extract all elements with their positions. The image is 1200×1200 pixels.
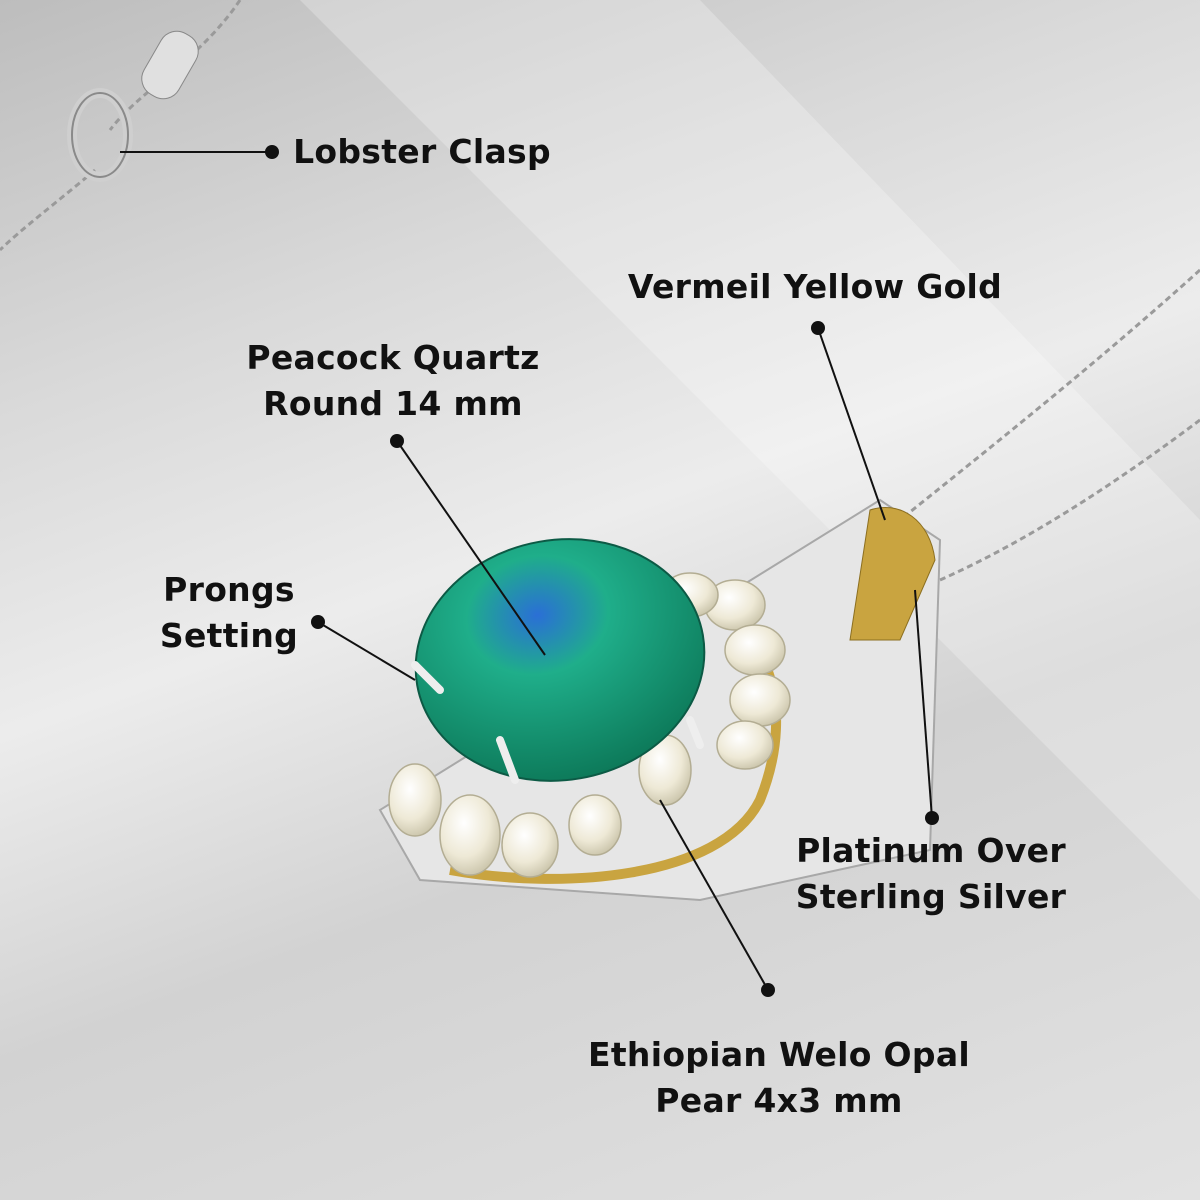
pendant: [378, 498, 942, 902]
light-beam: [300, 0, 1200, 900]
peacock-quartz-gem: [414, 538, 706, 782]
label-line: Round 14 mm: [263, 384, 523, 423]
label-prongs-setting: Prongs Setting: [160, 567, 298, 659]
label-line: Pear 4x3 mm: [655, 1081, 903, 1120]
label-line: Ethiopian Welo Opal: [587, 1035, 971, 1074]
prongs: [411, 661, 704, 784]
label-line: Platinum Over: [796, 831, 1066, 870]
label-line: Prongs: [163, 570, 295, 609]
callout-lines: [120, 151, 933, 991]
label-peacock-quartz: Peacock Quartz Round 14 mm: [246, 335, 539, 427]
callout-dots: [265, 145, 939, 997]
label-line: Lobster Clasp: [293, 132, 551, 171]
lobster-clasp-photo: [67, 30, 199, 182]
label-vermeil-yellow-gold: Vermeil Yellow Gold: [628, 264, 1002, 310]
label-line: Sterling Silver: [795, 877, 1067, 916]
label-ethiopian-welo-opal: Ethiopian Welo Opal Pear 4x3 mm: [588, 1032, 970, 1124]
label-lobster-clasp: Lobster Clasp: [293, 129, 551, 175]
label-line: Setting: [159, 616, 299, 655]
label-line: Vermeil Yellow Gold: [627, 267, 1003, 306]
opal-stones: [388, 572, 791, 878]
label-platinum-over-sterling-silver: Platinum Over Sterling Silver: [796, 828, 1066, 920]
label-line: Peacock Quartz: [246, 338, 540, 377]
